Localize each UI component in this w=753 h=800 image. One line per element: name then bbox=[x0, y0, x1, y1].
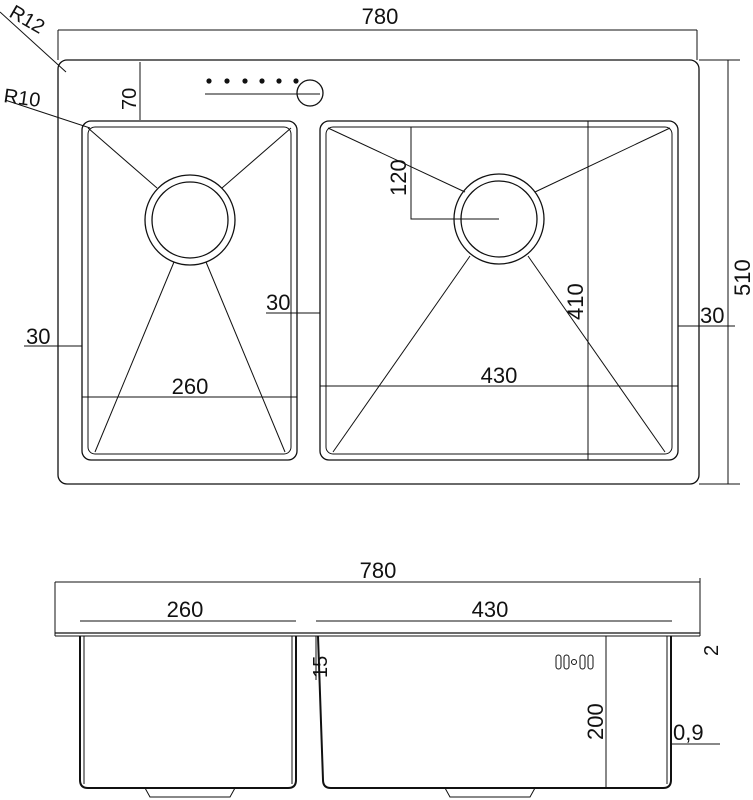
left-drain-inner bbox=[151, 181, 229, 259]
wall-thickness-label: 0,9 bbox=[673, 720, 704, 745]
left-bowl-profile bbox=[79, 636, 297, 789]
left-drain-outer bbox=[144, 174, 236, 266]
left-margin-label: 30 bbox=[26, 324, 50, 349]
deck-depth-label: 70 bbox=[119, 88, 141, 110]
right-margin-label: 30 bbox=[700, 303, 724, 328]
section-left-width-label: 260 bbox=[167, 597, 204, 622]
outer-radius-label: R12 bbox=[6, 1, 49, 38]
right-bowl-width-label: 430 bbox=[481, 363, 518, 388]
bowl-depth-label: 410 bbox=[563, 283, 588, 320]
inner-radius-label: R10 bbox=[2, 85, 41, 112]
divider-height-label: 15 bbox=[310, 656, 332, 678]
overflow-slots-icon bbox=[555, 654, 594, 670]
top-view: 780 R12 R10 70 bbox=[0, 1, 753, 485]
right-drain-flange bbox=[444, 787, 536, 798]
faucet-hole-icon bbox=[205, 78, 324, 107]
bowl-height-label: 200 bbox=[583, 703, 608, 740]
overall-width-label: 780 bbox=[362, 4, 399, 29]
section-view: 780 260 430 15 200 2 bbox=[54, 558, 723, 798]
r10-leader bbox=[4, 99, 91, 129]
left-drain-flange bbox=[144, 787, 236, 798]
center-divider-label: 30 bbox=[266, 290, 290, 315]
r12-leader bbox=[0, 11, 67, 73]
section-right-width-label: 430 bbox=[472, 597, 509, 622]
section-overall-width-label: 780 bbox=[360, 558, 397, 583]
rim-thickness-label: 2 bbox=[701, 645, 723, 656]
left-bowl: 260 bbox=[81, 120, 298, 461]
drain-offset-label: 120 bbox=[386, 159, 411, 196]
overall-height-label: 510 bbox=[730, 259, 753, 296]
left-bowl-width-label: 260 bbox=[172, 374, 209, 399]
right-bowl-profile bbox=[317, 635, 672, 789]
sink-outline bbox=[57, 59, 700, 485]
right-bowl: 120 410 430 bbox=[319, 120, 679, 461]
